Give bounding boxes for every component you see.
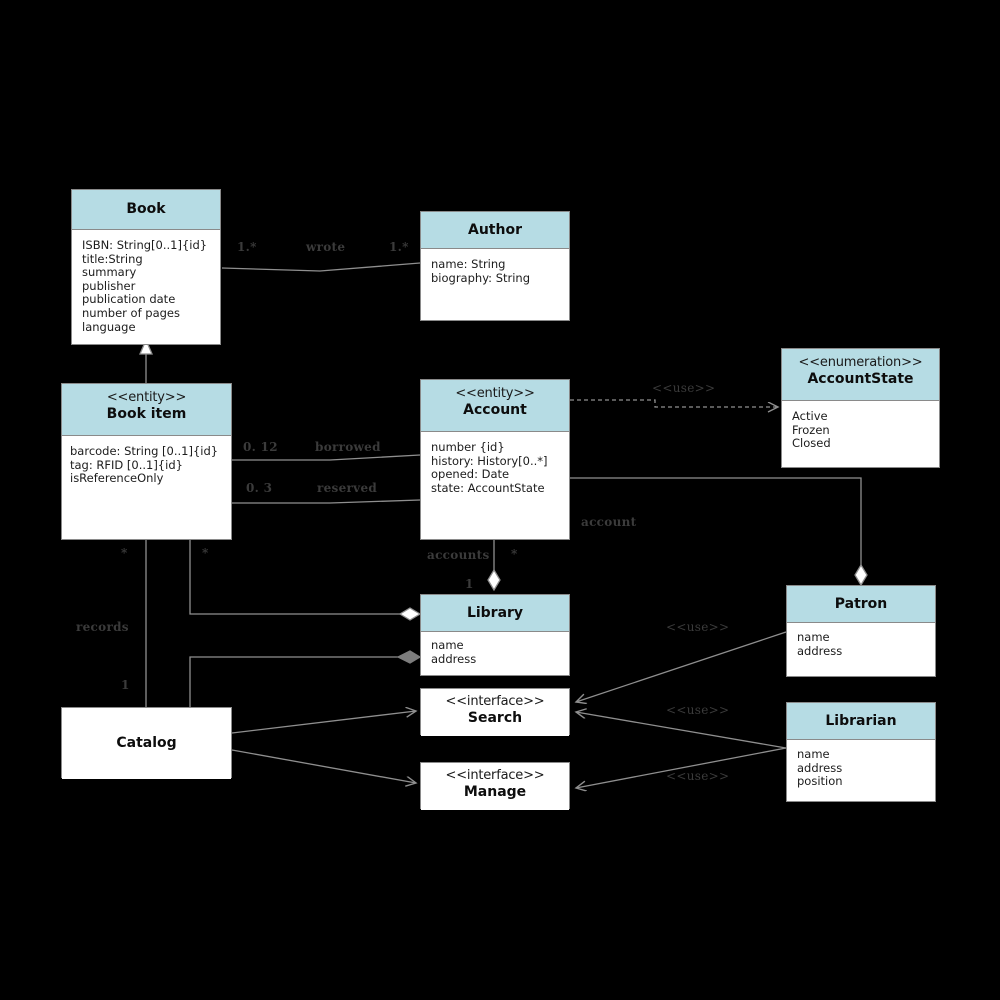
class-account-attributes: number {id} history: History[0..*] opene… (421, 432, 569, 501)
enum-value: Active (792, 409, 828, 423)
attribute: number {id} (431, 440, 505, 454)
edge-label-author-multiplicity: 1.* (389, 240, 409, 254)
attribute: language (82, 319, 136, 334)
class-patron[interactable]: Patron name address (786, 585, 936, 677)
class-catalog-header: Catalog (62, 708, 231, 779)
attribute: address (431, 651, 477, 666)
class-librarian-title: Librarian (825, 713, 897, 729)
attribute: isReferenceOnly (70, 471, 164, 486)
class-librarian-attributes: name address position (787, 740, 935, 795)
class-catalog-title: Catalog (116, 734, 177, 751)
class-patron-header: Patron (787, 586, 935, 623)
attribute: state: AccountState (431, 480, 545, 495)
attribute: name: String (431, 257, 506, 271)
edge-label-wrote: wrote (306, 240, 346, 254)
class-account-state-stereotype: <<enumeration>> (798, 355, 923, 370)
attribute: address (797, 760, 843, 775)
edge-label-records-one: 1 (121, 678, 130, 692)
attribute: position (797, 774, 843, 789)
class-librarian[interactable]: Librarian name address position (786, 702, 936, 802)
edge-label-borrowed: borrowed (315, 440, 381, 454)
interface-search[interactable]: <<interface>> Search (420, 688, 570, 736)
interface-search-header: <<interface>> Search (421, 689, 569, 736)
attribute: summary (82, 265, 137, 280)
class-book-item-title: Book item (106, 406, 187, 422)
class-account-header: <<entity>> Account (421, 380, 569, 432)
interface-search-stereotype: <<interface>> (445, 694, 545, 709)
class-account-state-values: Active Frozen Closed (782, 401, 939, 457)
edge-label-reserved: reserved (317, 481, 378, 495)
attribute: name (797, 747, 830, 761)
class-book-item[interactable]: <<entity>> Book item barcode: String [0.… (61, 383, 232, 540)
edge-label-catalog-star-left: * (121, 546, 128, 560)
edge-label-use-librarian-manage: <<use>> (666, 769, 730, 783)
class-book-attributes: ISBN: String[0..1]{id} title:String summ… (72, 230, 220, 340)
class-book[interactable]: Book ISBN: String[0..1]{id} title:String… (71, 189, 221, 345)
class-patron-attributes: name address (787, 623, 935, 664)
interface-manage-stereotype: <<interface>> (445, 768, 545, 783)
attribute: publication date (82, 292, 176, 307)
class-catalog[interactable]: Catalog (61, 707, 232, 779)
interface-search-title: Search (467, 710, 523, 726)
interface-manage[interactable]: <<interface>> Manage (420, 762, 570, 810)
edge-label-use-librarian-search: <<use>> (666, 703, 730, 717)
attribute: number of pages (82, 305, 180, 320)
class-author-header: Author (421, 212, 569, 249)
attribute: address (797, 643, 843, 658)
attribute: biography: String (431, 270, 531, 285)
edge-label-records: records (76, 620, 129, 634)
attribute: ISBN: String[0..1]{id} (82, 238, 208, 252)
class-patron-title: Patron (834, 596, 888, 612)
edge-label-library-multiplicity: 1 (465, 577, 474, 591)
edge-label-borrowed-multiplicity: 0. 12 (243, 440, 278, 454)
enum-value: Frozen (792, 422, 830, 437)
class-account-state-header: <<enumeration>> AccountState (782, 349, 939, 401)
attribute: tag: RFID [0..1]{id} (70, 457, 183, 472)
class-book-item-stereotype: <<entity>> (106, 390, 187, 405)
class-book-item-attributes: barcode: String [0..1]{id} tag: RFID [0.… (62, 436, 231, 492)
edge-label-catalog-star-right: * (202, 546, 209, 560)
enum-value: Closed (792, 436, 831, 451)
edge-label-reserved-multiplicity: 0. 3 (246, 481, 273, 495)
class-library-title: Library (466, 605, 524, 621)
edge-label-use-accountstate: <<use>> (652, 381, 716, 395)
class-account-state[interactable]: <<enumeration>> AccountState Active Froz… (781, 348, 940, 468)
edge-label-account: account (581, 515, 637, 529)
class-library[interactable]: Library name address (420, 594, 570, 676)
interface-manage-header: <<interface>> Manage (421, 763, 569, 810)
attribute: publisher (82, 278, 136, 293)
class-librarian-header: Librarian (787, 703, 935, 740)
class-account-state-title: AccountState (807, 371, 914, 387)
class-account-title: Account (463, 402, 527, 418)
class-book-item-header: <<entity>> Book item (62, 384, 231, 436)
class-account-stereotype: <<entity>> (455, 386, 535, 401)
class-author-attributes: name: String biography: String (421, 249, 569, 291)
attribute: history: History[0..*] (431, 453, 548, 468)
edge-label-use-patron-search: <<use>> (666, 620, 730, 634)
edge-label-book-multiplicity: 1.* (237, 240, 257, 254)
attribute: name (797, 630, 830, 644)
attribute: barcode: String [0..1]{id} (70, 444, 219, 458)
class-author-title: Author (468, 222, 522, 238)
class-author[interactable]: Author name: String biography: String (420, 211, 570, 321)
class-book-header: Book (72, 190, 220, 230)
class-library-attributes: name address (421, 632, 569, 672)
attribute: opened: Date (431, 467, 510, 482)
attribute: title:String (82, 251, 143, 266)
edge-label-accounts-multiplicity: * (511, 547, 518, 561)
class-library-header: Library (421, 595, 569, 632)
attribute: name (431, 638, 464, 652)
interface-manage-title: Manage (463, 784, 527, 800)
class-account[interactable]: <<entity>> Account number {id} history: … (420, 379, 570, 540)
edge-label-accounts: accounts (427, 548, 490, 562)
class-book-title: Book (126, 201, 166, 217)
